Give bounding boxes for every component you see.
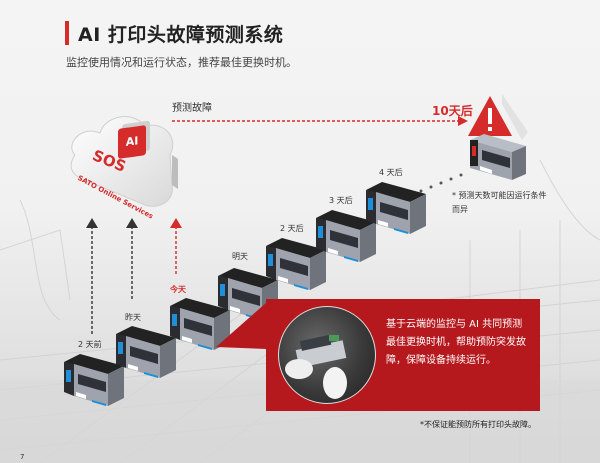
failing-printer-icon	[470, 134, 526, 180]
predict-arrow	[172, 116, 468, 126]
failure-day-label: 10天后	[432, 104, 473, 118]
day-label: 昨天	[125, 313, 141, 322]
printer-icon	[64, 354, 124, 406]
day-label: 4 天后	[379, 168, 403, 177]
page-number: 7	[20, 453, 25, 461]
day-label: 2 天前	[78, 340, 102, 349]
warning-icon	[468, 94, 528, 140]
printer-icon	[266, 238, 326, 290]
page-title: AI 打印头故障预测系统	[78, 24, 284, 46]
day-label: 2 天后	[280, 224, 304, 233]
printhead-photo	[278, 306, 376, 404]
predict-failure-label: 预测故障	[172, 103, 212, 114]
title-accent-bar	[65, 21, 69, 45]
page-subtitle: 监控使用情况和运行状态，推荐最佳更换时机。	[66, 56, 297, 69]
upload-arrows	[86, 218, 182, 336]
arrow-2-days-ago	[86, 218, 98, 336]
arrow-today	[170, 218, 182, 274]
disclaimer: *不保证能预防所有打印头故障。	[420, 420, 536, 429]
callout-pointer	[216, 303, 266, 349]
cloud-icon	[70, 116, 178, 207]
day-label-today: 今天	[170, 285, 186, 294]
arrow-yesterday	[126, 218, 138, 300]
callout-text: 基于云端的监控与 AI 共同预测最佳更换时机，帮助预防突发故障，保障设备持续运行…	[386, 319, 526, 366]
ai-badge: AI	[118, 125, 146, 159]
printer-icon	[116, 326, 176, 378]
prediction-note: * 预测天数可能因运行条件而异	[452, 191, 547, 214]
printer-icon	[366, 182, 426, 234]
printer-icon	[316, 210, 376, 262]
day-label: 明天	[232, 252, 248, 261]
day-label: 3 天后	[329, 196, 353, 205]
printer-icon	[170, 298, 230, 350]
continuation-dots	[419, 173, 463, 193]
